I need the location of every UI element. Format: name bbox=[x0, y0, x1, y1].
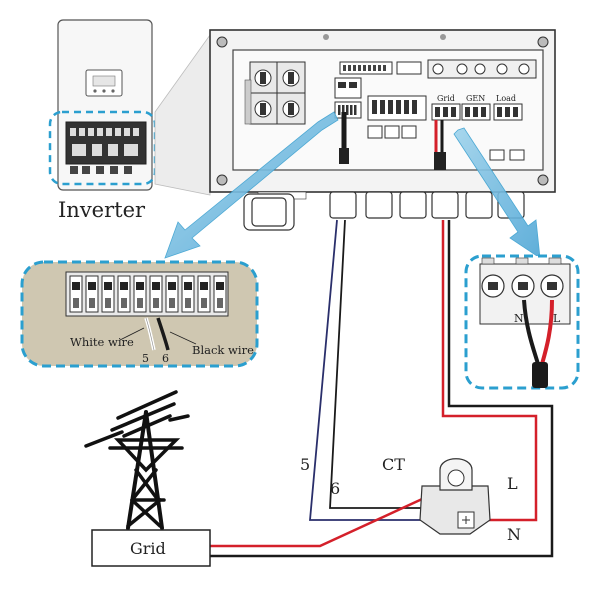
line-wire-zoom bbox=[540, 299, 554, 365]
battery-terminals bbox=[244, 61, 306, 125]
terminal-screw bbox=[200, 282, 208, 290]
white-wire-label: White wire bbox=[70, 335, 134, 349]
grid-terminal-zoom bbox=[464, 254, 580, 390]
load-terminal-label: Load bbox=[496, 94, 516, 103]
terminal-clamp bbox=[89, 298, 95, 308]
terminal-screw bbox=[152, 282, 160, 290]
terminal-clamp bbox=[201, 298, 207, 308]
callout-arrow-ct-port bbox=[164, 111, 339, 259]
cable-glands bbox=[243, 191, 525, 231]
grid-box bbox=[91, 529, 211, 567]
terminal-screw bbox=[216, 282, 224, 290]
gen-terminal-label: GEN bbox=[466, 94, 485, 103]
ct-label: CT bbox=[382, 455, 405, 474]
neutral-n-label: N bbox=[507, 525, 521, 544]
black-wire bbox=[156, 317, 170, 351]
terminal-screw bbox=[168, 282, 176, 290]
terminal-clamp bbox=[153, 298, 159, 308]
grid-box-label: Grid bbox=[130, 539, 166, 558]
terminal-screw bbox=[104, 282, 112, 290]
terminal-screw bbox=[88, 282, 96, 290]
terminal-clamp bbox=[105, 298, 111, 308]
ct-signal-wires bbox=[309, 219, 428, 521]
terminal-screw bbox=[72, 282, 80, 290]
terminal-6-label: 6 bbox=[162, 352, 169, 365]
terminal-clamp bbox=[217, 298, 223, 308]
inverter-thumbnail bbox=[48, 19, 157, 191]
terminal-clamp bbox=[169, 298, 175, 308]
terminal-row bbox=[367, 95, 427, 121]
wire-5-label: 5 bbox=[300, 455, 310, 474]
ct-clamp bbox=[419, 458, 491, 535]
zoom-wedge bbox=[154, 33, 211, 196]
inverter-label: Inverter bbox=[58, 198, 146, 222]
grid-terminal-label: Grid bbox=[437, 94, 455, 103]
transmission-tower-icon bbox=[84, 390, 190, 530]
terminal-5-label: 5 bbox=[142, 352, 149, 365]
terminal-screw bbox=[184, 282, 192, 290]
zoom-n-label: N bbox=[514, 312, 524, 325]
black-wire-label: Black wire bbox=[192, 343, 254, 357]
terminal-clamp bbox=[185, 298, 191, 308]
terminal-screw bbox=[120, 282, 128, 290]
terminal-clamp bbox=[121, 298, 127, 308]
ac-terminals bbox=[431, 103, 523, 121]
wire-6-label: 6 bbox=[330, 479, 340, 498]
terminal-clamp bbox=[137, 298, 143, 308]
breaker-terminals bbox=[427, 59, 537, 79]
terminal-clamp bbox=[73, 298, 79, 308]
communication-ports bbox=[334, 61, 422, 139]
neutral-wire-zoom bbox=[522, 299, 540, 365]
line-l-label: L bbox=[507, 474, 518, 493]
ct-terminal-zoom bbox=[20, 260, 259, 368]
zoom-l-label: L bbox=[553, 312, 561, 325]
terminal-screw bbox=[136, 282, 144, 290]
